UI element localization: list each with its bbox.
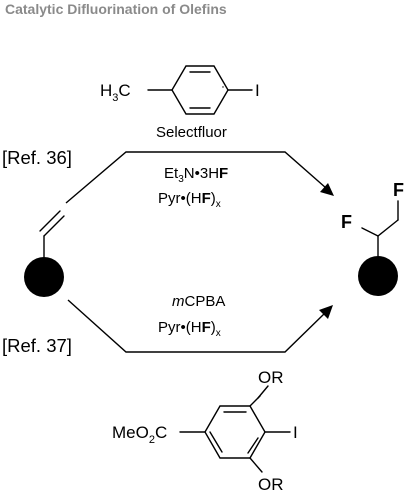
fluorine-1-label: F <box>341 212 352 232</box>
iodo-bottom-label: I <box>293 423 298 442</box>
aryl-ring <box>204 405 266 459</box>
bottom-arrow <box>67 299 326 353</box>
top-catalyst-iodotoluene: H3C I Selectfluor <box>100 65 260 141</box>
or-bottom-label: OR <box>258 475 284 494</box>
fluorine-2-label: F <box>393 180 404 200</box>
scheme-title: Catalytic Difluorination of Olefins <box>5 1 227 17</box>
bottom-catalyst-aryl-iodide: OR I OR MeO2C <box>112 368 298 494</box>
ester-label: MeO2C <box>112 423 167 446</box>
mcpba-label: mCPBA <box>172 293 225 310</box>
bottom-arrowhead <box>319 305 333 319</box>
top-arrow <box>65 151 327 204</box>
bottom-condition-2: Pyr•(HF)x <box>158 319 221 339</box>
top-condition-1: Et3N•3HF <box>164 165 228 185</box>
starting-olefin <box>24 210 65 297</box>
substrate-ball <box>24 257 64 297</box>
ref-37-label: [Ref. 37] <box>2 335 72 356</box>
methyl-label: H3C <box>100 81 131 104</box>
top-condition-2: Pyr•(HF)x <box>158 190 221 210</box>
ref-36-label: [Ref. 36] <box>2 147 72 168</box>
top-arrowhead <box>320 183 334 196</box>
difluoride-product: F F <box>341 180 404 296</box>
selectfluor-label: Selectfluor <box>156 124 227 141</box>
or-top-label: OR <box>258 368 284 387</box>
bottom-route: [Ref. 37] mCPBA Pyr•(HF)x <box>2 293 333 356</box>
top-route: [Ref. 36] Et3N•3HF Pyr•(HF)x <box>2 147 334 210</box>
product-ball <box>358 256 398 296</box>
iodo-label: I <box>255 81 260 100</box>
benzene-ring <box>171 65 229 115</box>
